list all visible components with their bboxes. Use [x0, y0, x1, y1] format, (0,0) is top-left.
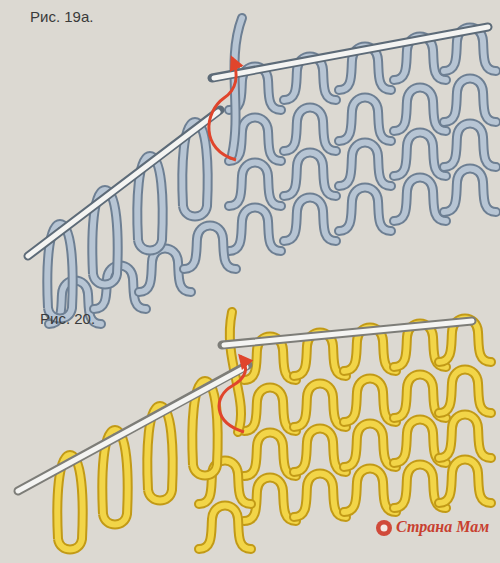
stitch [394, 178, 446, 222]
stitch [294, 384, 346, 428]
logo-circle [376, 520, 392, 536]
stitch [344, 469, 396, 513]
stitch [199, 461, 251, 505]
stitch [229, 163, 281, 207]
needle-body [18, 367, 246, 491]
stitch [439, 370, 491, 414]
stitch [294, 429, 346, 473]
needle-body [214, 27, 488, 78]
stitch [444, 124, 496, 168]
knitting-needle [212, 27, 488, 78]
watermark-logo [376, 520, 392, 536]
stitch [394, 88, 446, 132]
stitch [284, 108, 336, 152]
stitch [284, 198, 336, 242]
needle-outline [222, 321, 472, 345]
figure-caption: Рис. 19а. [30, 8, 93, 25]
stitch [339, 98, 391, 142]
watermark: Страна Мам [396, 518, 489, 536]
needle-loops [47, 28, 496, 319]
stitch [184, 226, 236, 270]
knitting-needle [28, 110, 220, 256]
direction-arrow [219, 356, 245, 432]
stitch [229, 208, 281, 252]
stitch [444, 79, 496, 123]
stitch [244, 433, 296, 477]
stitch [344, 424, 396, 468]
stitch [199, 506, 251, 550]
logo-dot [381, 525, 388, 532]
needle-outline [212, 27, 488, 78]
stitch [284, 153, 336, 197]
knitting-figure [18, 312, 491, 550]
direction-arrow [209, 58, 236, 160]
stitch [344, 379, 396, 423]
stitch [394, 133, 446, 177]
knitting-needle [222, 321, 472, 345]
stitch [339, 188, 391, 232]
fabric-stitches [49, 79, 496, 325]
needle-body [224, 321, 472, 345]
stitch [244, 388, 296, 432]
needle-outline [28, 110, 220, 256]
stitch [294, 474, 346, 518]
knitting-figure [28, 18, 496, 324]
needle-body [28, 112, 218, 256]
stitch [339, 143, 391, 187]
knitting-needle [18, 365, 248, 491]
figure-caption: Рис. 20. [40, 310, 95, 327]
stitch [444, 169, 496, 213]
needle-outline [18, 365, 248, 491]
